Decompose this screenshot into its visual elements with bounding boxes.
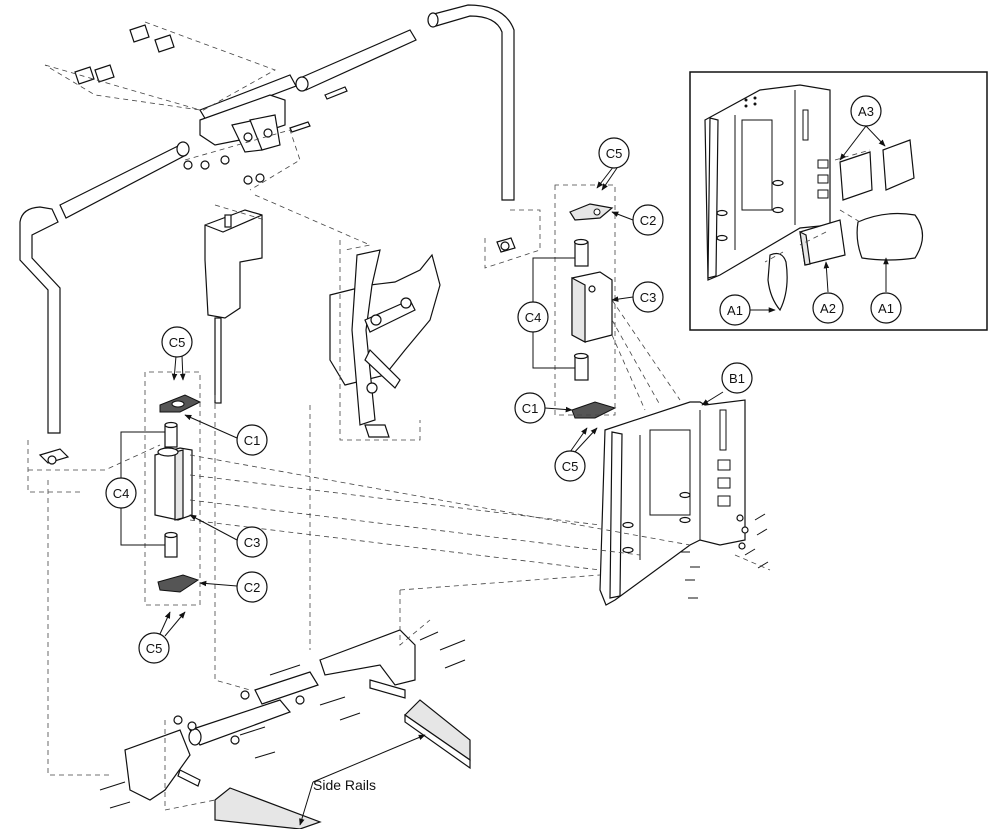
callout-c4-left: C4 — [105, 477, 137, 509]
callout-c1-left: C1 — [236, 424, 268, 456]
svg-text:A2: A2 — [820, 301, 836, 316]
svg-text:C5: C5 — [606, 146, 623, 161]
inset-panel — [689, 71, 988, 331]
svg-text:C5: C5 — [146, 641, 163, 656]
callout-leaders — [120, 125, 889, 826]
back-shell — [599, 399, 769, 606]
callout-a3: A3 — [850, 95, 882, 127]
callout-c1-right: C1 — [514, 392, 546, 424]
callout-a2: A2 — [812, 292, 844, 324]
svg-text:A1: A1 — [727, 303, 743, 318]
callout-c3-left: C3 — [236, 526, 268, 558]
callout-c4-right: C4 — [517, 301, 549, 333]
callout-c3-right: C3 — [632, 281, 664, 313]
svg-text:C1: C1 — [522, 401, 539, 416]
callout-b1: B1 — [721, 362, 753, 394]
assembly-leader-lines — [27, 21, 871, 811]
callout-c5-bottom-left: C5 — [138, 632, 170, 664]
callout-c2-left: C2 — [236, 571, 268, 603]
svg-text:A1: A1 — [878, 301, 894, 316]
svg-text:C3: C3 — [244, 535, 261, 550]
actuator — [204, 209, 263, 404]
seat-rail-bracket — [99, 629, 466, 809]
top-hinge-bracket — [74, 24, 348, 185]
callout-a1-right: A1 — [870, 292, 902, 324]
callout-c5-mid-right: C5 — [554, 450, 586, 482]
svg-text:C4: C4 — [113, 486, 130, 501]
callout-c5-top-right: C5 — [598, 137, 630, 169]
linkage-plate — [329, 249, 441, 438]
svg-text:A3: A3 — [858, 104, 874, 119]
side-rails-label: Side Rails — [313, 777, 376, 793]
callout-c5-top-left: C5 — [161, 326, 193, 358]
callout-c2-right: C2 — [632, 204, 664, 236]
svg-text:B1: B1 — [729, 371, 745, 386]
svg-text:C1: C1 — [244, 433, 261, 448]
side-rail-parts — [214, 699, 471, 830]
svg-text:C3: C3 — [640, 290, 657, 305]
back-frame-tube — [19, 4, 515, 434]
svg-text:C2: C2 — [640, 213, 657, 228]
svg-text:C5: C5 — [562, 459, 579, 474]
svg-text:C4: C4 — [525, 310, 542, 325]
svg-text:C2: C2 — [244, 580, 261, 595]
callout-a1-left: A1 — [719, 294, 751, 326]
right-hinge-assembly — [496, 203, 617, 419]
svg-text:C5: C5 — [169, 335, 186, 350]
